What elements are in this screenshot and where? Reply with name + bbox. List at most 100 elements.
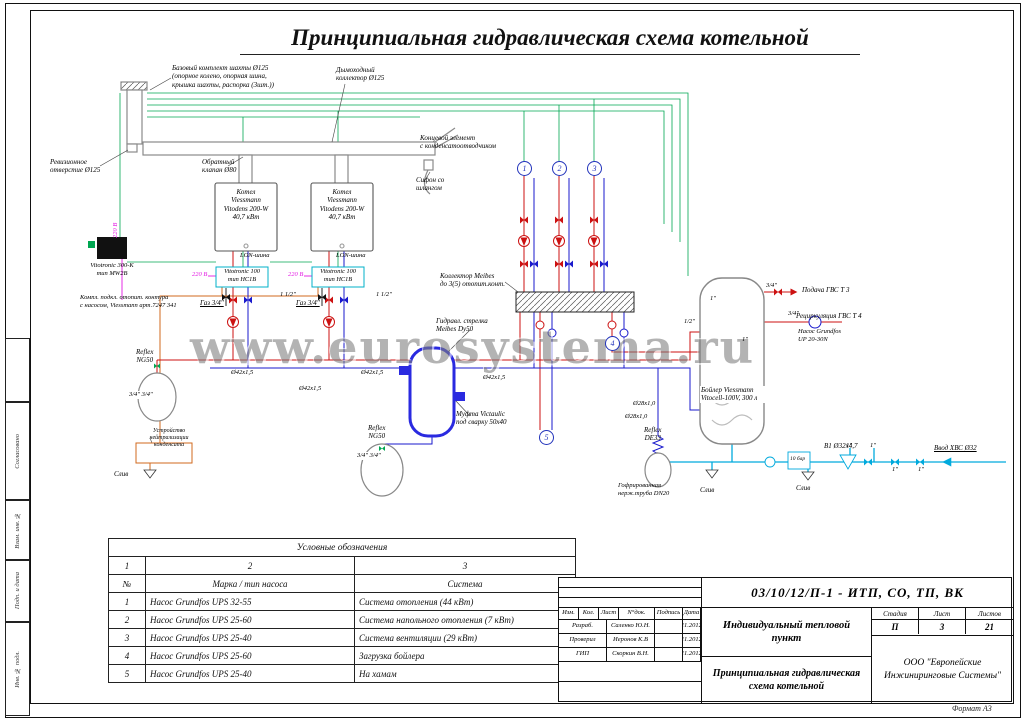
flue-green-lines — [119, 92, 689, 276]
pump-tag-1: 1 — [517, 161, 532, 176]
label-lon-bus-2: LON-шина — [336, 252, 366, 259]
label-gas-2: Газ 3/4" — [296, 299, 320, 307]
label-d42-1: Ø42x1,5 — [230, 369, 255, 377]
label-size-1-c: 1" — [846, 442, 852, 449]
label-check-valve: Обратный клапан Ø80 — [202, 158, 237, 175]
label-vitotronic-100-2: Vitotronic 100 тип HC1B — [320, 268, 356, 283]
thermometer-symbols — [535, 320, 629, 338]
label-size-1-b: 1" — [742, 336, 748, 343]
legend-colnum-1: 1 — [108, 556, 146, 575]
title-block-row-developer: Разраб. Саленко Ю.Н. 11.2012 — [559, 620, 701, 634]
hydraulic-separator — [399, 346, 465, 438]
label-lon-bus-1: LON-шина — [240, 252, 270, 259]
label-connection-kit: Компл. подкл. отопит. контура с насосом,… — [80, 294, 177, 309]
label-size-1-1-2-a: 1 1/2" — [280, 291, 296, 298]
label-reflex-ng50-1: Reflex NG50 — [136, 348, 154, 365]
label-size-1-2: 1/2" — [684, 318, 696, 325]
valve-symbols-green — [154, 363, 385, 451]
label-d42-3: Ø42x1,5 — [360, 369, 385, 377]
label-drain-3: Слив — [796, 484, 811, 492]
drain-funnels — [143, 469, 815, 481]
signature-cell — [655, 648, 683, 661]
label-size-3-4-a: 3/4" — [766, 282, 778, 289]
chimney-system — [120, 81, 459, 195]
title-block-row-gip: ГИП Скоркин В.Н. 11.2012 — [559, 648, 701, 662]
label-dhw-recirculation: Рециркуляция ГВС Т 4 — [796, 312, 862, 320]
title-block-left: Изм. Кол. Лист N°док. Подпись Дата Разра… — [559, 578, 701, 703]
document-number: 03/10/12/П-1 - ИТП, СО, ТП, ВК — [701, 578, 1013, 608]
legend-colnum-3: 3 — [354, 556, 576, 575]
label-chimney-kit: Базовый комплект шахты Ø125 (опорное кол… — [172, 64, 274, 89]
label-220v-1: 220 В — [192, 271, 208, 278]
label-size-1-e: 1" — [892, 466, 898, 473]
label-d28-1: Ø28x1,0 — [632, 400, 657, 408]
label-boiler-2: Котел Viessmann Vitodens 200-W 40,7 кВт — [319, 188, 365, 222]
signature-cell — [655, 634, 683, 647]
label-d28-2: Ø28x1,0 — [624, 413, 649, 421]
stage-table: Стадия Лист Листов П 3 21 — [871, 608, 1013, 635]
condensate-lines — [135, 287, 319, 470]
label-hydraulic-separator: Гидравл. стрелка Meibes Dy50 — [436, 317, 488, 334]
pump-tag-5: 5 — [539, 430, 554, 445]
label-v1-pipe: В1 Ø32x4,7 — [824, 442, 858, 450]
label-end-element: Концевой элемент с конденсатоотводчиком — [420, 134, 497, 151]
label-drain-1: Слив — [114, 470, 129, 478]
label-boiler-1: Котел Viessmann Vitodens 200-W 40,7 кВт — [223, 188, 269, 222]
valve-symbols-cyan — [864, 458, 924, 466]
label-sizes-reflex-2: 3/4" 3/4" — [356, 452, 382, 460]
label-10-bar: 10 бар — [790, 456, 806, 462]
label-reflex-ng50-2: Reflex NG50 — [368, 424, 386, 441]
legend-header-num: № — [108, 574, 146, 593]
label-d42-4: Ø42x1,5 — [482, 374, 507, 382]
gas-lines — [225, 288, 323, 306]
valve-symbols-black — [222, 294, 326, 301]
label-reflex-de33: Reflex DE33 — [644, 426, 662, 443]
label-d42-2: Ø42x1,5 — [298, 385, 323, 393]
legend-colnum-2: 2 — [145, 556, 355, 575]
label-drain-2: Слив — [700, 486, 715, 494]
boiler-units — [214, 182, 374, 252]
legend-header-sys: Система — [354, 574, 576, 593]
label-size-1-f: 1" — [918, 466, 924, 473]
distribution-collector — [515, 291, 635, 313]
title-block-row-checker: Проверил Иеронов К.В 11.2012 — [559, 634, 701, 648]
pump-tag-2: 2 — [552, 161, 567, 176]
pump-symbols — [227, 235, 822, 329]
stamp-cell-podp: Подп. и дата — [5, 560, 30, 622]
label-siphon: Сифон со шлангом — [416, 176, 445, 193]
legend-row: 2 Насос Grundfos UPS 25-60 Система напол… — [108, 610, 576, 629]
legend-row: 5 Насос Grundfos UPS 25-40 На хамам — [108, 664, 576, 683]
company-name: ООО "Европейские Инжиниринговые Системы" — [871, 635, 1013, 703]
stamp-cell-empty — [5, 338, 30, 402]
sheet-value: 3 — [919, 620, 966, 634]
label-vitotronic-100-1: Vitotronic 100 тип HC1B — [224, 268, 260, 283]
controller-units — [88, 237, 365, 288]
legend-title: Условные обозначения — [108, 538, 576, 557]
label-220v-left: 220 В — [112, 222, 119, 238]
pump-tag-4: 4 — [605, 336, 620, 351]
stamp-cell-approved: Согласовано — [5, 402, 30, 500]
title-block-header-row: Изм. Кол. Лист N°док. Подпись Дата — [559, 608, 701, 620]
stamp-cell-inv: Инв. № подл. — [5, 622, 30, 716]
stamp-cell-vzam: Взам. инв. № — [5, 500, 30, 560]
format-note: Формат А3 — [952, 704, 992, 713]
legend-table: Условные обозначения 1 2 3 № Марка / тип… — [108, 538, 576, 683]
watermark: www.eurosystema.ru — [190, 320, 756, 374]
signature-cell — [655, 620, 683, 633]
label-neutralizer: Устройство нейтрализации конденсата — [149, 428, 189, 449]
label-revision-opening: Ревизионное отверстие Ø125 — [50, 158, 101, 175]
legend-row: 1 Насос Grundfos UPS 32-55 Система отопл… — [108, 592, 576, 611]
heating-supply-red — [156, 176, 842, 430]
label-dhw-supply: Подача ГВС Т 3 — [802, 286, 850, 294]
label-size-1-1-2-b: 1 1/2" — [376, 291, 392, 298]
drawing-frame — [30, 10, 1014, 704]
label-flue-collector: Дымоходный коллектор Ø125 — [336, 66, 385, 83]
page-title: Принципиальная гидравлическая схема коте… — [240, 24, 860, 55]
label-storage-boiler: Бойлер Viessmann Vitocell-100V, 300 л — [700, 386, 802, 403]
label-sizes-reflex-1: 3/4" 3/4" — [128, 391, 154, 399]
label-victaulic-coupling: Муфта Victaulic под сварку 50x40 — [456, 410, 507, 427]
label-size-3-4-b: 3/4" — [788, 310, 800, 317]
drawing-name: Принципиальная гидравлическая схема коте… — [701, 656, 871, 703]
